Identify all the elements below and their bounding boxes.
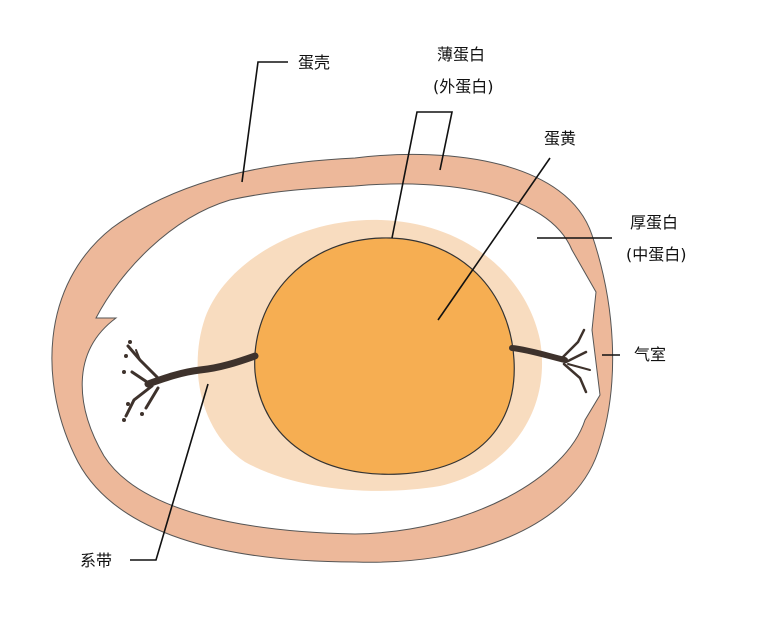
label-chalaza: 系带 (80, 551, 113, 570)
chalaza-right-branch-3 (562, 362, 588, 394)
chalaza-dot (126, 402, 130, 406)
leader-lines (130, 61, 620, 561)
chalaza-left (124, 344, 259, 418)
label-thick-albumen-line1: 厚蛋白 (630, 213, 679, 232)
chalaza-left-dots (122, 340, 144, 422)
chalaza-left-branch-1 (126, 344, 162, 382)
label-thin-albumen-line1: 薄蛋白 (437, 45, 486, 64)
chalaza-left-branch-5 (135, 349, 141, 361)
label-air-cell: 气室 (634, 345, 667, 364)
chalaza-left-branch-3 (124, 384, 154, 418)
chalaza-right (509, 328, 591, 394)
yolk (254, 237, 515, 475)
egg-shell (51, 153, 614, 563)
label-yolk: 蛋黄 (544, 129, 577, 148)
chalaza-dot (122, 418, 126, 422)
chalaza-right-branch-1 (560, 328, 586, 360)
chalaza-right-branch-2 (564, 350, 588, 364)
chalaza-dot (128, 340, 132, 344)
chalaza-dot (140, 412, 144, 416)
leader-shell (241, 61, 288, 183)
chalaza-dot (124, 354, 128, 358)
label-thick-albumen-line2: (中蛋白) (626, 245, 687, 264)
label-thin-albumen-line2: (外蛋白) (433, 77, 494, 96)
chalaza-left-branch-4 (144, 386, 160, 410)
chalaza-right-stem (509, 345, 568, 363)
leader-yolk (437, 157, 551, 321)
chalaza-left-stem (144, 352, 259, 388)
chalaza-right-branch-4 (567, 363, 591, 371)
leader-thin-albumen (391, 111, 453, 239)
chalaza-dot (122, 370, 126, 374)
chalaza-left-branch-2 (130, 370, 152, 386)
leader-chalaza (130, 383, 209, 561)
label-shell: 蛋壳 (298, 53, 331, 72)
